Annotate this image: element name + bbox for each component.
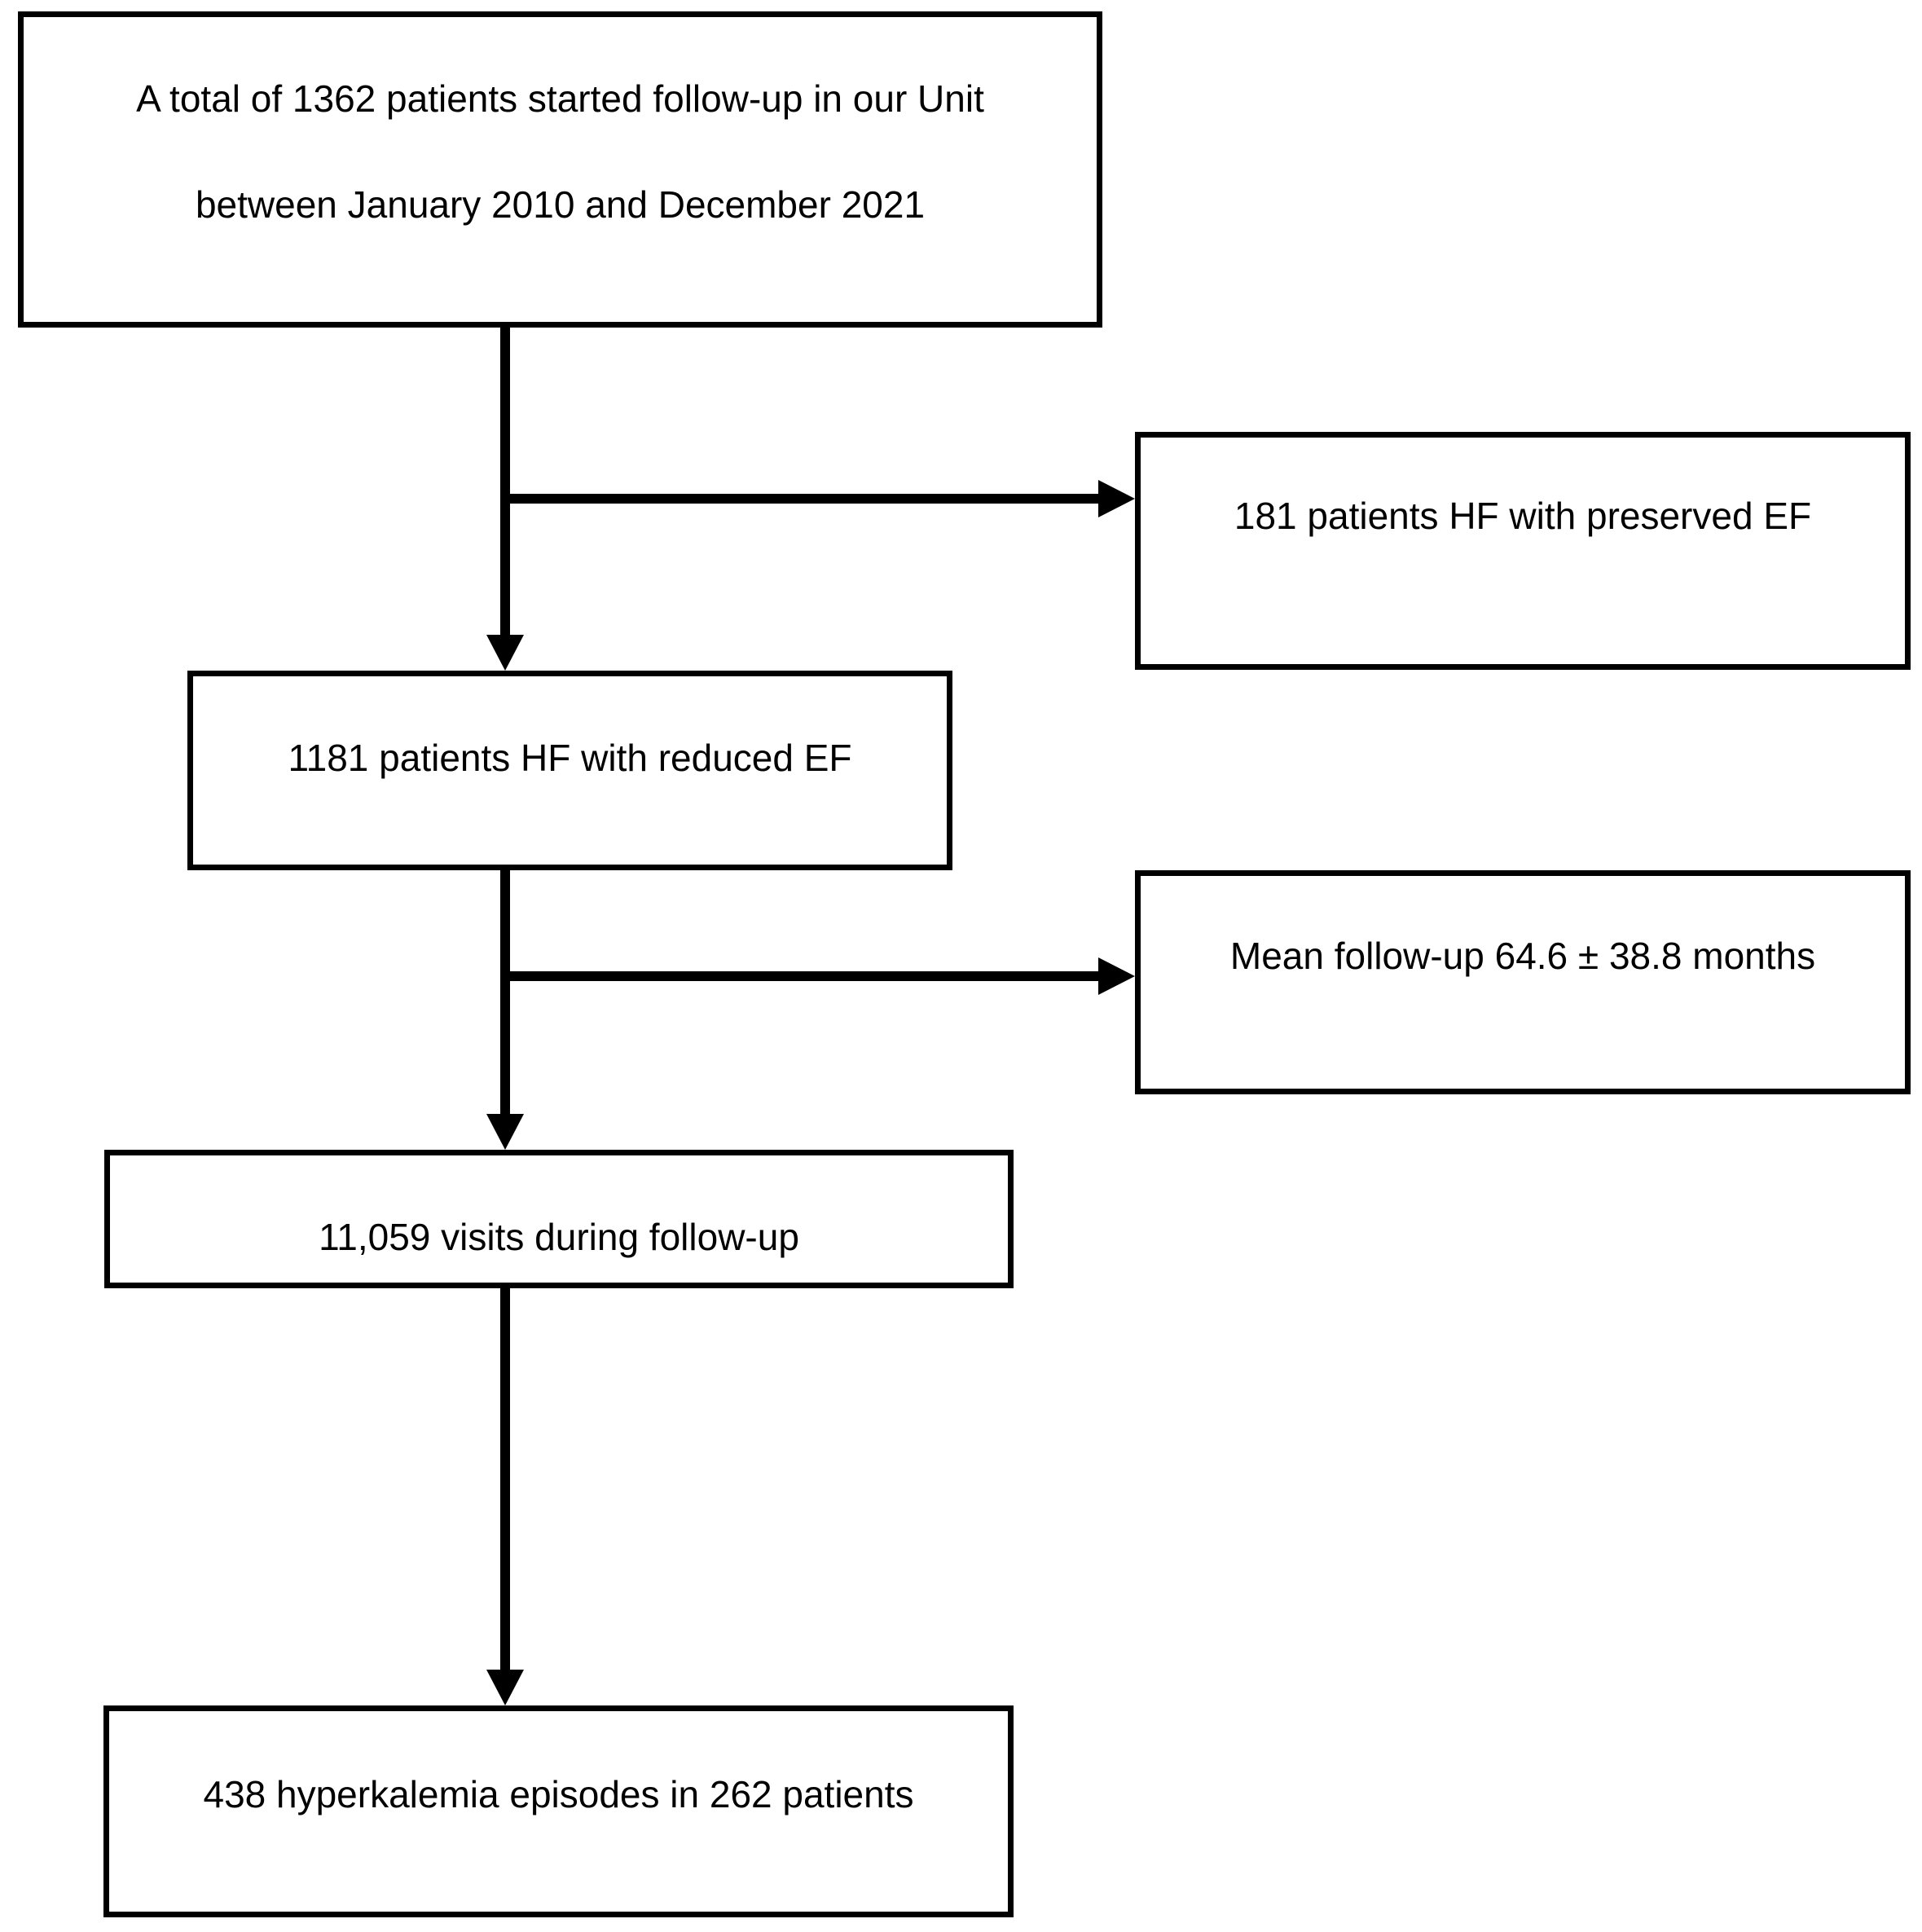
arrow-down-head-icon bbox=[486, 635, 524, 671]
box-mean-followup-text: Mean follow-up 64.6 ± 38.8 months bbox=[1229, 935, 1816, 977]
arrow-visits-to-hyperkalemia-stem bbox=[500, 1288, 510, 1670]
arrow-right-head-icon bbox=[1098, 480, 1135, 517]
box-total-patients: A total of 1362 patients started follow-… bbox=[18, 11, 1102, 328]
arrow-branch-to-preserved-stem bbox=[505, 494, 1098, 504]
box-hyperkalemia: 438 hyperkalemia episodes in 262 patient… bbox=[103, 1705, 1014, 1917]
arrow-branch-to-followup-stem bbox=[505, 971, 1098, 981]
arrow-down-head-icon bbox=[486, 1114, 524, 1150]
box-visits: 11,059 visits during follow-up bbox=[104, 1150, 1014, 1288]
box-hyperkalemia-text: 438 hyperkalemia episodes in 262 patient… bbox=[203, 1772, 914, 1815]
arrow-down-head-icon bbox=[486, 1670, 524, 1705]
arrow-right-head-icon bbox=[1098, 957, 1135, 995]
box-reduced-ef-text: 1181 patients HF with reduced EF bbox=[288, 737, 852, 779]
box-preserved-ef: 181 patients HF with preserved EF bbox=[1135, 432, 1911, 670]
box-total-patients-text-line2: between January 2010 and December 2021 bbox=[195, 183, 926, 226]
box-visits-text: 11,059 visits during follow-up bbox=[319, 1215, 799, 1258]
arrow-total-to-reduced-stem bbox=[500, 328, 510, 635]
box-reduced-ef: 1181 patients HF with reduced EF bbox=[187, 671, 952, 870]
box-preserved-ef-text: 181 patients HF with preserved EF bbox=[1234, 494, 1812, 537]
box-total-patients-text-line1: A total of 1362 patients started follow-… bbox=[136, 77, 984, 120]
box-mean-followup: Mean follow-up 64.6 ± 38.8 months bbox=[1135, 870, 1911, 1094]
arrow-reduced-to-visits-stem bbox=[500, 870, 510, 1114]
